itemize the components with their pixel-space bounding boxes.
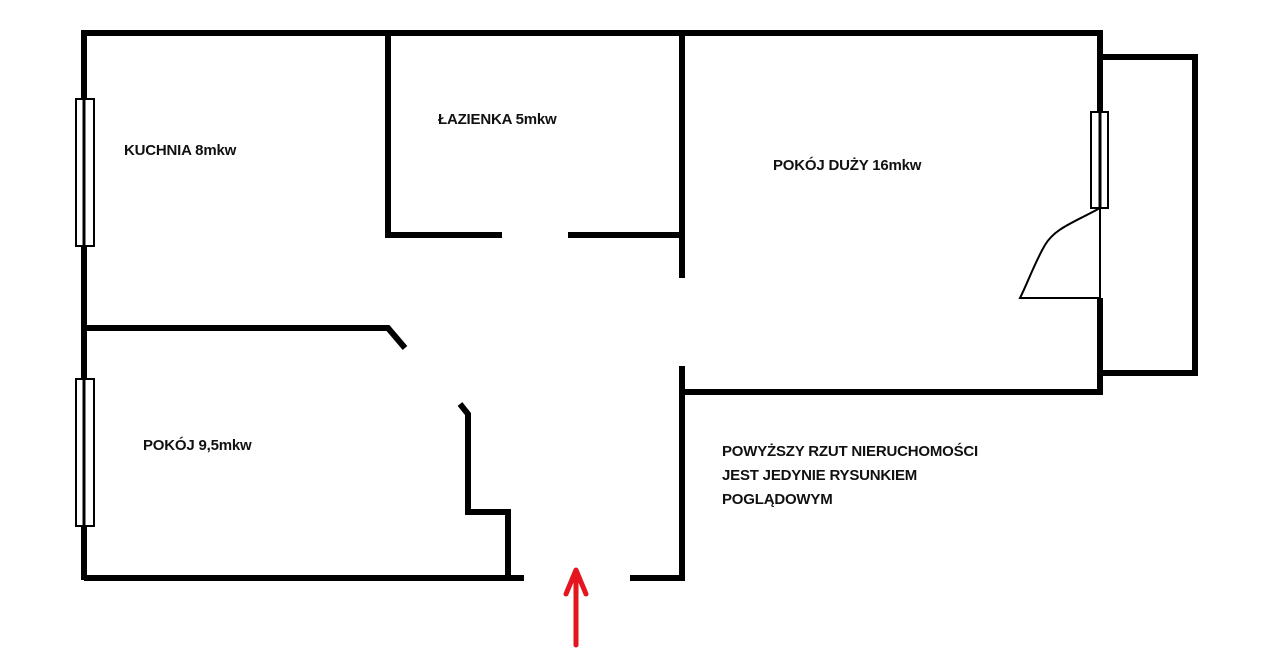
bedroom-right-wall <box>457 402 511 578</box>
kitchen-bedroom-wall <box>84 325 408 350</box>
room-label-kitchen: KUCHNIA 8mkw <box>124 142 237 159</box>
balcony-door <box>1018 207 1101 299</box>
disclaimer-line: POGLĄDOWYM <box>722 491 833 508</box>
disclaimer-line: POWYŻSZY RZUT NIERUCHOMOŚCI <box>722 443 978 460</box>
bottom-wall-right <box>630 366 685 581</box>
room-label-bedroom: POKÓJ 9,5mkw <box>143 437 252 454</box>
room-label-living-room: POKÓJ DUŻY 16mkw <box>773 157 922 174</box>
balcony <box>1100 54 1198 376</box>
entrance-arrow-icon <box>563 567 589 648</box>
disclaimer-line: JEST JEDYNIE RYSUNKIEM <box>722 467 918 484</box>
room-label-bathroom: ŁAZIENKA 5mkw <box>438 111 557 128</box>
disclaimer-note: POWYŻSZY RZUT NIERUCHOMOŚCI JEST JEDYNIE… <box>722 440 978 512</box>
bathroom-wall <box>385 33 502 238</box>
